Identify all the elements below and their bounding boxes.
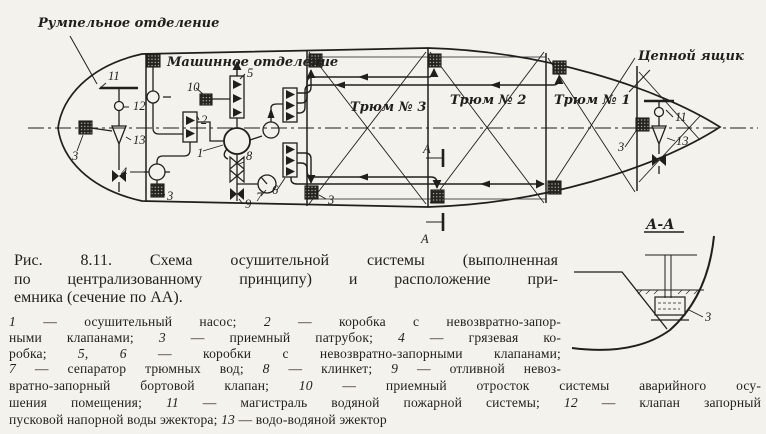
bulkhead-lines — [145, 49, 638, 207]
valve-box-6-lower — [282, 142, 298, 178]
callout-3-mudbox: 3 — [166, 189, 173, 203]
pump-1 — [223, 127, 251, 160]
flow-direction-arrows — [267, 73, 500, 188]
valve-box-6-upper — [282, 87, 298, 123]
tank-top-line — [574, 271, 668, 330]
receiver-box — [78, 120, 93, 135]
caption-line: Рис. 8.11. Схема осушительной системы (в… — [14, 252, 558, 269]
figure-caption: Рис. 8.11. Схема осушительной системы (в… — [14, 252, 558, 308]
callout-1: 1 — [197, 146, 203, 160]
label-hold-2: Трюм № 2 — [450, 93, 526, 108]
receiver-box — [308, 53, 323, 68]
receiver-box — [146, 53, 161, 68]
legend-line: пусковой напорной воды эжектора; 13 — во… — [9, 411, 387, 427]
section-mark-top: А — [422, 142, 431, 156]
label-engine-room: Машинное отделение — [166, 55, 338, 70]
water-surface-ticks — [637, 289, 699, 295]
small-circles — [113, 90, 665, 194]
receiver-box — [150, 183, 165, 198]
callout-6: 6 — [272, 183, 279, 197]
callout-3-bow: 3 — [617, 140, 624, 154]
label-chain-locker: Цепной ящик — [637, 49, 744, 64]
legend-line: вратно-запорный бортовой клапан; 10 — пр… — [9, 378, 762, 393]
callout-2: 2 — [201, 113, 207, 127]
compartment-label-leaders — [69, 35, 651, 93]
section-mark-bottom: А — [420, 232, 429, 246]
callout-11-stern: 11 — [108, 69, 120, 83]
receiver-box — [427, 53, 442, 68]
ejectors-13 — [111, 125, 667, 146]
callout-13-stern: 13 — [133, 133, 146, 147]
legend-line: ными клапанами; 3 — приемный патрубок; 4… — [9, 329, 562, 345]
separator-7 — [257, 174, 277, 194]
section-view-sketch — [571, 231, 715, 351]
mud-box-4 — [148, 163, 166, 181]
receiver-box — [552, 60, 567, 75]
section-view-title: А-А — [645, 217, 675, 233]
callout-11-bow: 11 — [675, 110, 687, 124]
discharge-fitting — [262, 121, 280, 139]
legend-line: 7 — сепаратор трюмных вод; 8 — клинкет; … — [9, 361, 562, 377]
section-cut-line — [426, 149, 445, 231]
bilge-receiver-boxes — [78, 53, 650, 204]
figure-legend-narrow: 1 — осушительный насос; 2 — коробка с не… — [9, 314, 561, 377]
deck-fitting-circle — [146, 90, 160, 104]
hatch-coaming-lines — [307, 56, 546, 200]
emergency-suction-box-10 — [199, 93, 213, 106]
valve-box-2 — [182, 111, 198, 143]
valve-box-glyphs — [186, 80, 295, 176]
valve-bow — [653, 106, 665, 118]
caption-line: емника (сечение по АА). — [14, 289, 183, 306]
callout-5: 5 — [247, 66, 253, 80]
valve-boxes — [182, 75, 298, 178]
callout-4: 4 — [121, 165, 127, 179]
callout-3-stern: 3 — [71, 149, 78, 163]
callout-3-section: 3 — [704, 310, 711, 324]
klinket-valves-8 — [229, 155, 245, 184]
hull-outline — [57, 47, 722, 208]
valve-box-5 — [229, 75, 245, 119]
callout-leader-lines — [76, 73, 704, 318]
figure-legend-wide: вратно-запорный бортовой клапан; 10 — пр… — [9, 378, 761, 428]
callout-8: 8 — [246, 149, 253, 163]
callout-3-hold3: 3 — [327, 193, 334, 207]
callout-9: 9 — [245, 197, 252, 211]
suction-piping — [232, 61, 564, 189]
caption-line: по централизованному принципу) и располо… — [14, 270, 558, 288]
legend-line: 1 — осушительный насос; 2 — коробка с не… — [9, 314, 561, 329]
receiver-box — [635, 117, 650, 132]
callout-13-bow: 13 — [676, 134, 689, 148]
callout-12: 12 — [133, 99, 146, 113]
valve-12-stern — [113, 100, 125, 112]
connector-piping — [90, 67, 660, 201]
shell-plating-curve — [571, 235, 715, 351]
legend-line: шения помещения; 11 — магистраль водяной… — [9, 394, 762, 410]
callout-7: 7 — [256, 190, 263, 204]
receiver-box — [547, 180, 562, 195]
strainer-box — [654, 296, 686, 316]
label-hold-1: Трюм № 1 — [554, 93, 630, 108]
callout-10: 10 — [187, 80, 200, 94]
receiver-box — [304, 185, 319, 200]
receiver-box — [430, 189, 445, 204]
label-tiller-compartment: Румпельное отделение — [37, 16, 219, 31]
legend-line: робка; 5, 6 — коробки с невозвратно-запо… — [9, 345, 561, 361]
suction-pipe — [664, 255, 672, 298]
hold-cross-braces — [308, 51, 701, 205]
fire-main-lines-11 — [100, 86, 674, 103]
label-hold-3: Трюм № 3 — [350, 100, 426, 115]
hull-discharge-valves-9 — [112, 154, 666, 200]
